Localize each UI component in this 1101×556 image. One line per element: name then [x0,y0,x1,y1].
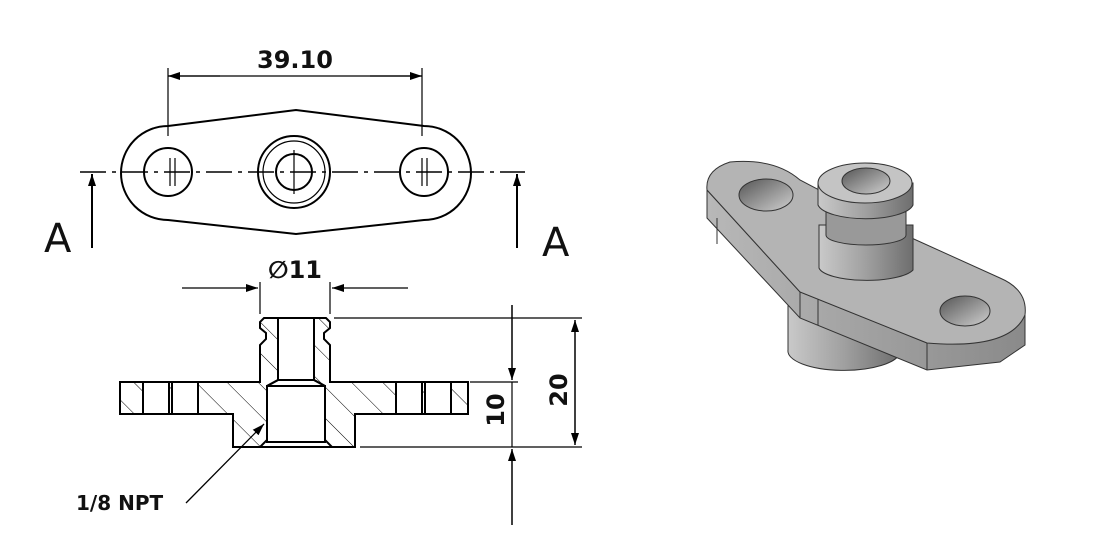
threaded-bore [266,385,326,443]
isometric-view [706,160,1026,371]
iso-bore [841,167,891,195]
dimension-hole-spacing: 39.10 [257,46,333,74]
plate-outline [120,108,472,236]
section-view: ∅11 10 20 1/8 NPT [76,256,582,525]
thread-callout: 1/8 NPT [76,491,163,515]
dimension-total-height: 20 [545,373,573,406]
thread-leader [185,423,265,504]
dimension-flange-height: 10 [482,393,510,426]
iso-hole-left [738,178,794,212]
iso-hole-right [939,295,991,327]
dimension-diameter: ∅11 [268,256,322,284]
section-label-right: A [542,220,570,266]
top-view: 39.10 A A [44,46,570,266]
section-label-left: A [44,216,72,262]
upper-bore [277,317,315,381]
